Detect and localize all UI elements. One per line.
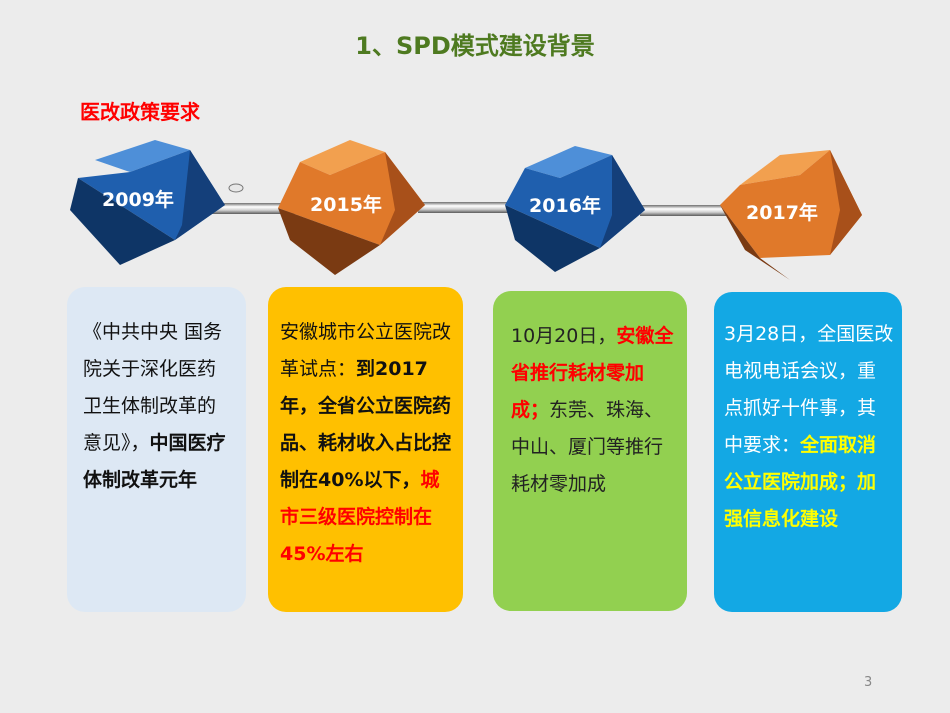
year-label: 2016年 bbox=[529, 194, 601, 217]
card-bold-text: 中国医疗体制改革元年 bbox=[83, 432, 226, 491]
card-2009: 《中共中央 国务院关于深化医药卫生体制改革的意见》，中国医疗体制改革元年 bbox=[67, 287, 246, 612]
slide-title: 1、SPD模式建设背景 bbox=[355, 32, 595, 60]
year-label: 2015年 bbox=[310, 193, 382, 216]
card-highlight-text: 城市三级医院控制在45%左右 bbox=[280, 469, 440, 565]
rod-bead bbox=[228, 183, 244, 193]
section-subtitle: 医改政策要求 bbox=[80, 100, 200, 124]
card-2015: 安徽城市公立医院改革试点：到2017年，全省公立医院药品、耗材收入占比控制在40… bbox=[268, 287, 463, 612]
page-number: 3 bbox=[864, 675, 873, 690]
year-cube-2009: 2009年 bbox=[70, 140, 225, 265]
year-cube-2016: 2016年 bbox=[505, 146, 645, 272]
card-text: 10月20日， bbox=[511, 325, 617, 347]
card-highlight-text: 全面取消公立医院加成；加强信息化建设 bbox=[724, 434, 877, 530]
year-cube-2017: 2017年 bbox=[720, 150, 862, 280]
card-2016: 10月20日，安徽全省推行耗材零加成；东莞、珠海、中山、厦门等推行耗材零加成 bbox=[493, 291, 687, 611]
card-2017: 3月28日，全国医改电视电话会议，重点抓好十件事，其中要求：全面取消公立医院加成… bbox=[714, 292, 902, 612]
card-text: 《中共中央 国务院关于深化医药卫生体制改革的意见》， bbox=[83, 321, 223, 454]
card-text: 东莞、珠海、中山、厦门等推行耗材零加成 bbox=[511, 399, 664, 495]
year-cube-2015: 2015年 bbox=[278, 140, 425, 275]
year-label: 2009年 bbox=[102, 188, 174, 211]
card-text: 安徽城市公立医院改革试点： bbox=[280, 321, 452, 380]
timeline-connector bbox=[640, 205, 735, 216]
card-bold-text: 到2017年，全省公立医院药品、耗材收入占比控制在40%以下， bbox=[280, 358, 452, 491]
timeline: 2009年 2015年 2016年 2017年 bbox=[70, 140, 862, 280]
year-label: 2017年 bbox=[746, 201, 818, 224]
timeline-connector bbox=[205, 203, 295, 214]
timeline-connector bbox=[418, 202, 508, 213]
card-text: 3月28日，全国医改电视电话会议，重点抓好十件事，其中要求： bbox=[724, 323, 894, 456]
card-highlight-text: 安徽全省推行耗材零加成； bbox=[511, 325, 674, 421]
